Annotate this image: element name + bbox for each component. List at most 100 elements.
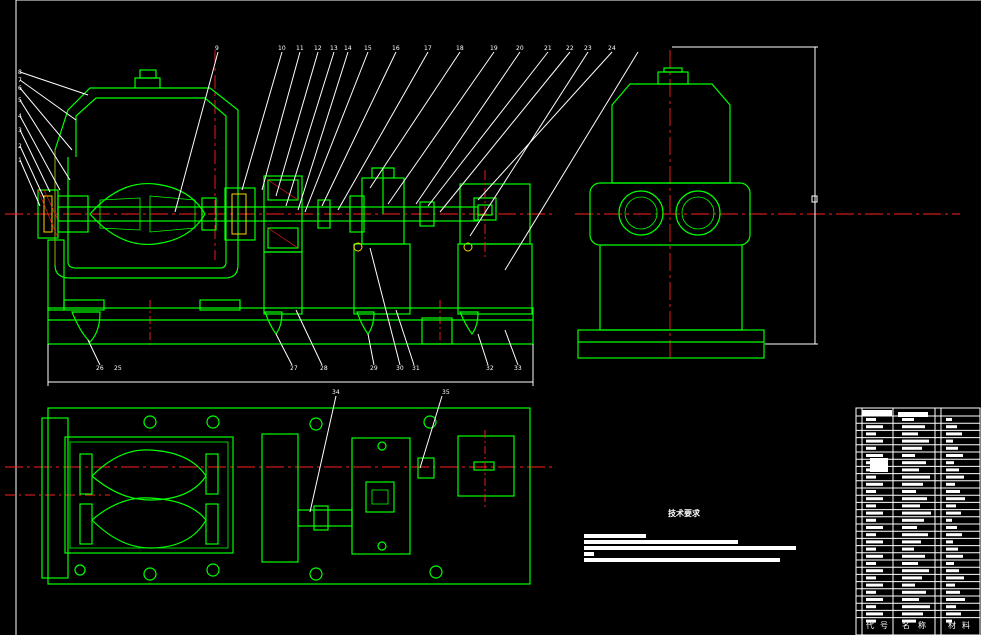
title-block-cell-text [902,490,916,493]
title-block-cell-text [902,583,915,587]
title-block-cell-text [902,439,929,443]
coupling-2 [419,201,435,227]
svg-text:16: 16 [392,45,400,52]
title-block-cell-text [866,547,876,551]
svg-text:20: 20 [516,45,524,52]
svg-text:23: 23 [584,45,592,52]
svg-text:称: 称 [918,620,926,630]
side-bearing-left [618,190,664,236]
svg-text:28: 28 [320,365,328,372]
title-block-cell-text [866,425,883,429]
svg-text:7: 7 [18,77,22,84]
title-block-cell-text [946,562,954,565]
svg-text:8: 8 [18,69,22,76]
title-block-cell-text [902,533,928,537]
title-block-cell-text [866,619,876,623]
title-block-cell-text [902,432,918,436]
svg-text:2: 2 [18,143,22,150]
title-block-cell-text [902,598,919,601]
side-bearing-right [675,190,721,236]
title-block-cell-text [866,475,876,479]
title-block-cell-text [902,590,926,594]
title-block-cell-text [946,497,965,501]
svg-text:3: 3 [18,127,22,134]
title-block-cell-text [902,605,930,609]
title-block-cell-text [866,418,876,421]
title-block-cell-text [946,482,955,486]
plan-motor [457,435,515,497]
title-block-cell-text [946,418,952,421]
title-block-cell-text [946,461,954,465]
title-block-cell-text [946,583,955,587]
title-block-cell-text [902,576,922,580]
title-block-cell-text [902,511,931,515]
title-block-cell-text [946,511,961,515]
svg-text:34: 34 [332,389,340,396]
svg-text:24: 24 [608,45,616,52]
title-block-cell-text [946,619,952,623]
plan-bolt-holes [74,415,443,581]
title-block-cell-text [866,518,876,522]
title-block-cell-text [866,504,876,508]
title-block-cell-text [946,540,953,544]
title-block-cell-text [866,482,883,486]
svg-text:32: 32 [486,365,494,372]
title-block-cell-text [946,490,960,493]
title-block-cell-text [866,576,876,580]
svg-text:料: 料 [962,620,970,630]
svg-text:18: 18 [456,45,464,52]
svg-text:30: 30 [396,365,404,372]
svg-text:29: 29 [370,365,378,372]
title-block-cell-text [946,554,963,558]
title-block-cell-text [866,454,883,457]
svg-text:33: 33 [514,365,522,372]
plan-base [47,407,531,585]
svg-text:10: 10 [278,45,286,52]
title-block-cell-text [946,526,957,529]
title-block-cell-text [866,598,883,601]
title-block-cell-text [946,598,965,601]
svg-text:21: 21 [544,45,552,52]
title-block-cell-text [866,511,883,515]
svg-text:26: 26 [96,365,104,372]
title-block-cell-text [866,605,876,609]
plan-gearbox [351,437,411,555]
coupling-1 [317,199,331,229]
svg-text:25: 25 [114,365,122,372]
title-block-cell-text [946,468,959,472]
drawing-border [15,0,981,635]
title-block-cell-text [946,454,963,457]
title-block-cell-text [946,590,960,594]
svg-text:35: 35 [442,389,450,396]
title-block-cell-text [902,468,919,472]
title-block-cell-text [866,432,876,436]
svg-text:22: 22 [566,45,574,52]
title-block-cell-text [866,526,883,529]
title-block-cell-text [866,446,876,450]
svg-text:19: 19 [490,45,498,52]
title-block-cell-text [902,518,924,522]
mixing-tank [54,69,239,279]
title-block-cell-text [946,547,958,551]
svg-text:9: 9 [215,45,219,52]
title-block-cell-text [946,504,956,508]
title-block-cell-text [866,590,876,594]
part-labels-left: 8 7 6 5 4 3 2 1 [18,69,22,164]
svg-text:名: 名 [902,620,910,630]
title-block-cell-text [946,475,964,479]
svg-text:12: 12 [314,45,322,52]
svg-text:4: 4 [18,113,22,120]
title-block-cell-text [946,605,956,609]
title-block-cell-text [902,562,918,565]
notes-title: 技术要求 [668,508,701,518]
title-block-cell-text [866,533,876,537]
title-block-cell-text [902,461,926,465]
plan-view: 34 35 [5,389,555,585]
title-block-cell-text [946,569,959,573]
title-block-cell-text [902,454,915,457]
svg-text:27: 27 [290,365,298,372]
svg-text:1: 1 [18,157,22,164]
svg-text:11: 11 [296,45,304,52]
title-block-cell-text [946,446,958,450]
